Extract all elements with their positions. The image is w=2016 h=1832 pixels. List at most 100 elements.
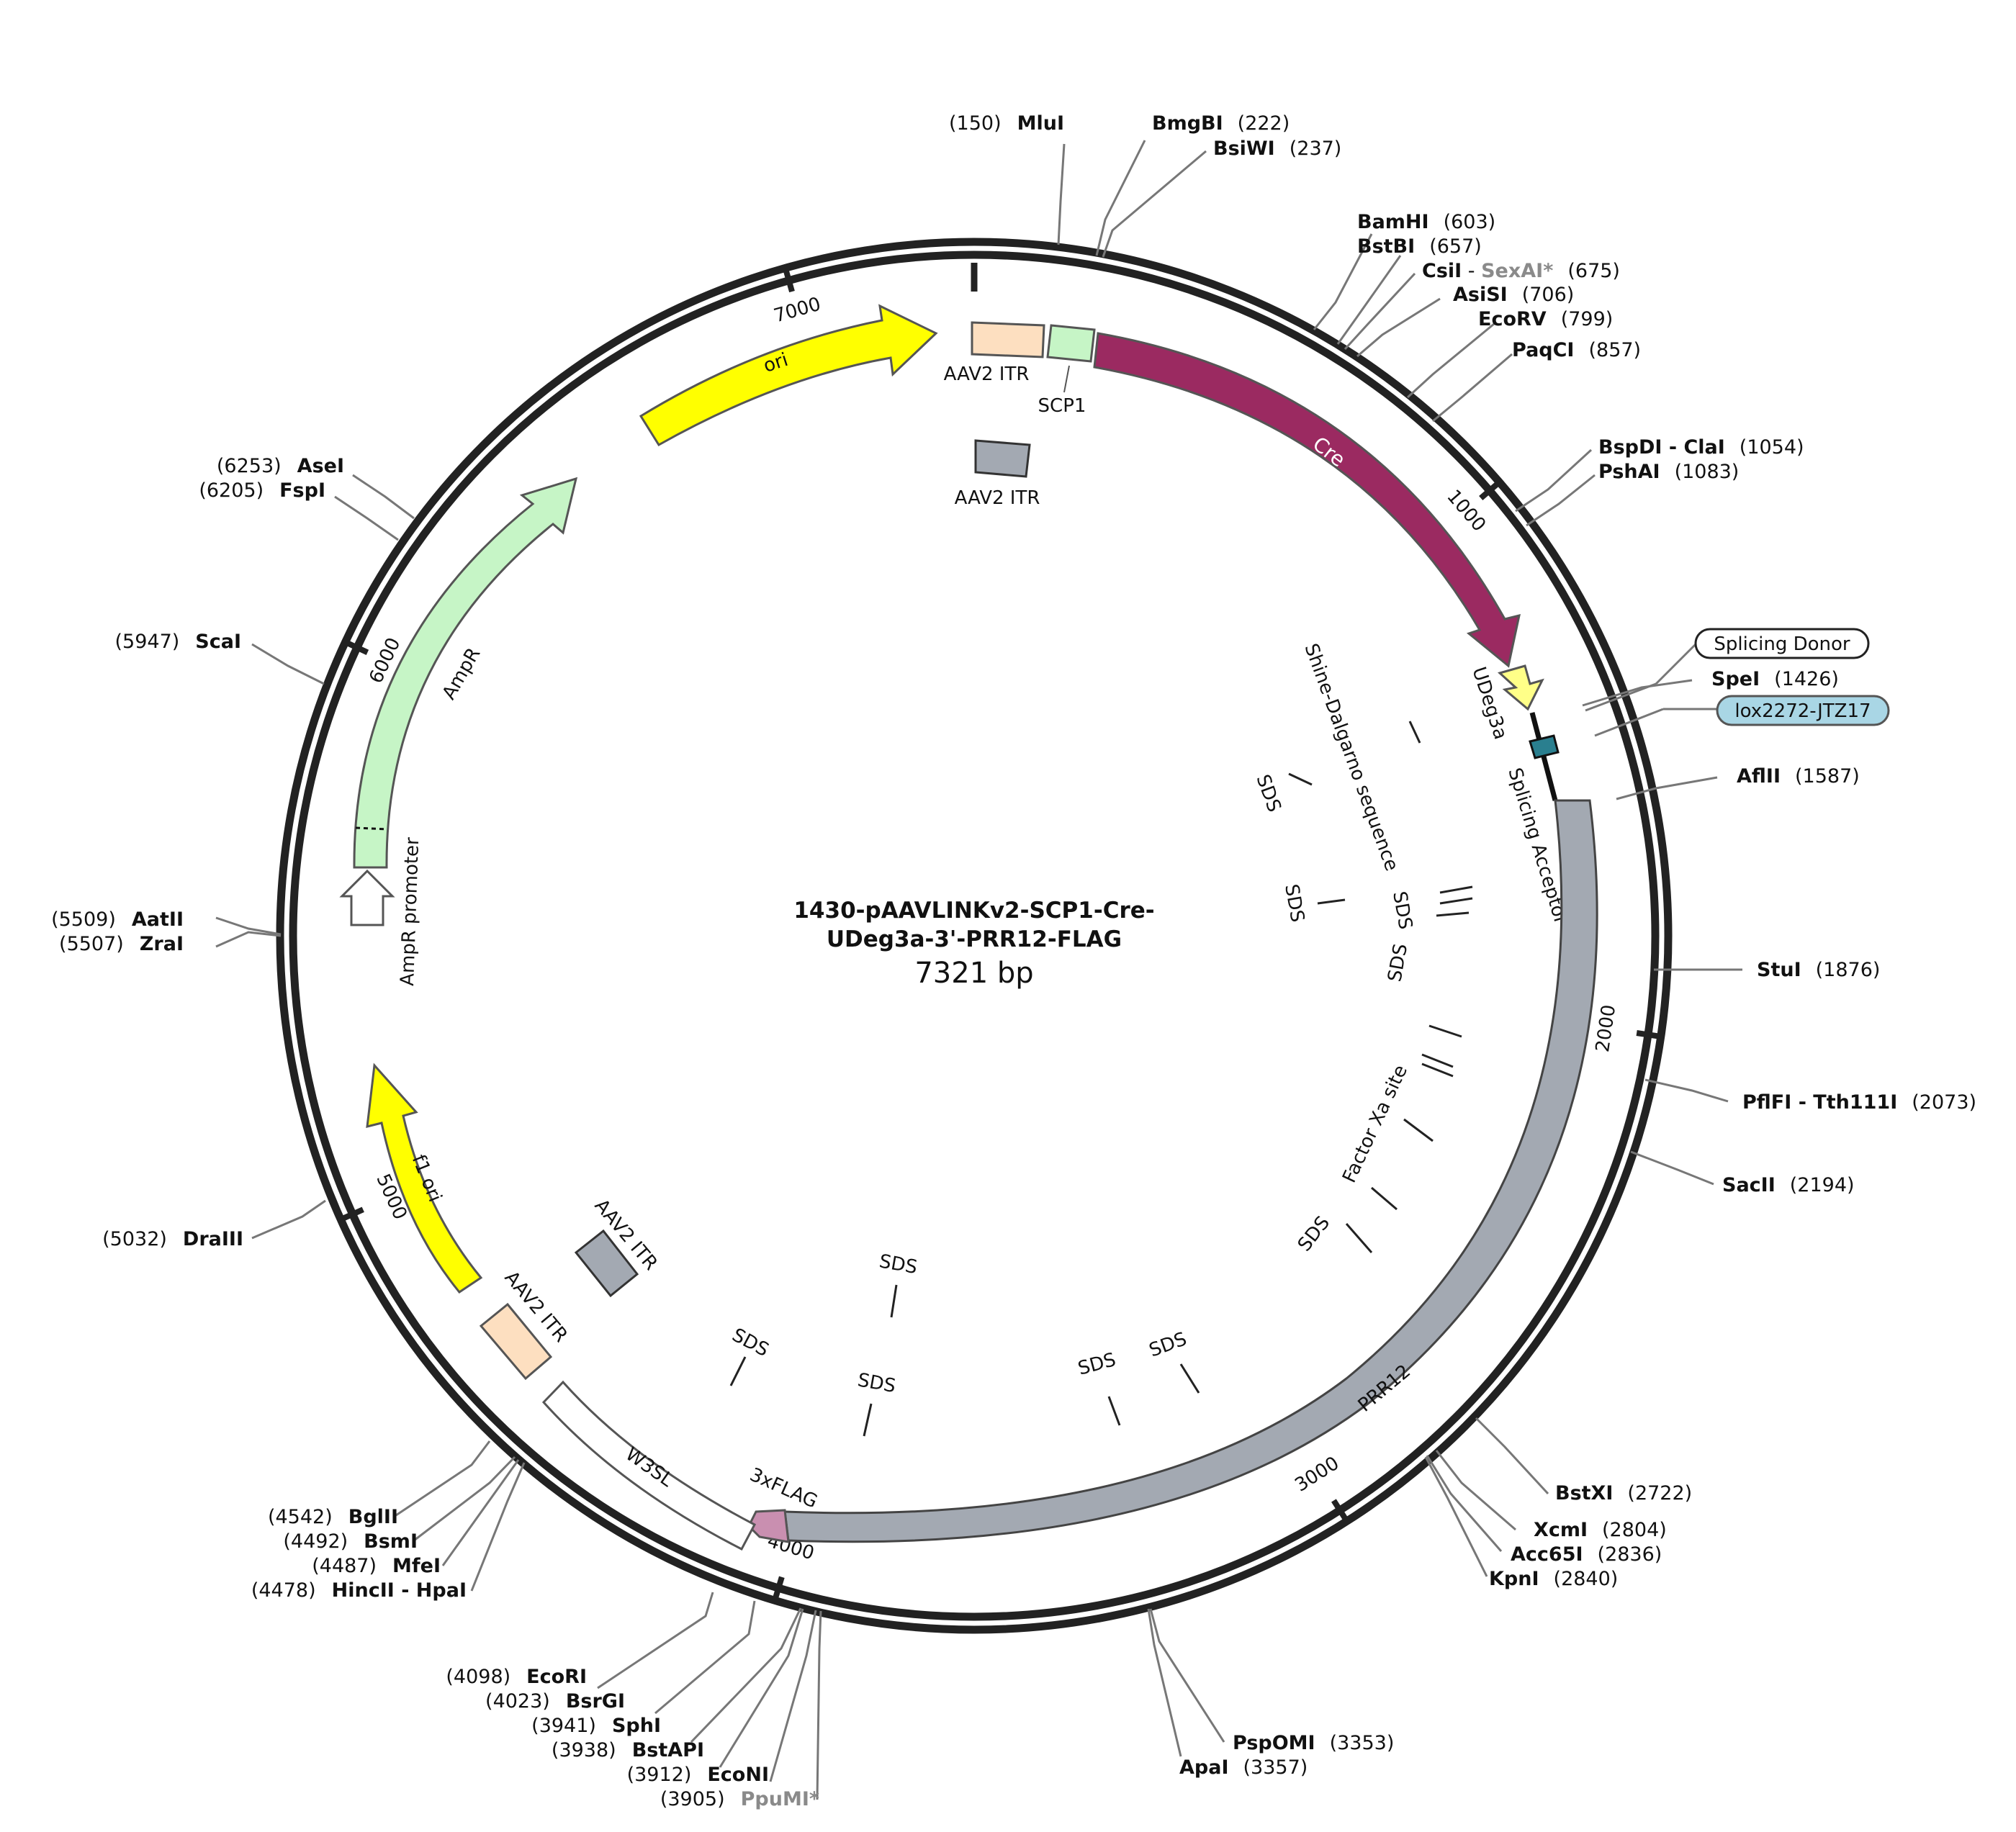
feature-w3sl[interactable] (541, 1380, 757, 1551)
leader-bstapi (719, 1608, 804, 1768)
sds-mark-9 (1345, 1223, 1373, 1253)
leader-fspi (334, 495, 399, 541)
site-bstapi[interactable]: (3938)BstAPI (552, 1739, 704, 1761)
site-sphi[interactable]: (3941)SphI (531, 1715, 661, 1737)
leader-kpni (1424, 1456, 1488, 1577)
sds-mark-6 (1436, 911, 1470, 917)
site-bstxi[interactable]: BstXI(2722) (1555, 1482, 1692, 1504)
site-spei[interactable]: SpeI(1426) (1711, 668, 1839, 690)
leader-mlui (1057, 143, 1066, 245)
site-sacii[interactable]: SacII(2194) (1722, 1174, 1855, 1196)
site-draiii[interactable]: (5032)DraIII (102, 1228, 243, 1250)
site-bsiwi[interactable]: BsiWI(237) (1213, 137, 1341, 160)
feature-ori-arrow[interactable] (639, 304, 938, 447)
feature-cre-arrow[interactable] (1093, 332, 1521, 668)
sds-label-1: SDS (1251, 772, 1284, 815)
site-pspomi[interactable]: PspOMI(3353) (1233, 1732, 1394, 1754)
site-hpai[interactable]: (4478)HincII - HpaI (251, 1579, 467, 1602)
feature-aav2-itr-gray-bottom[interactable] (574, 1229, 639, 1298)
feature-ampr-promoter[interactable] (339, 869, 395, 926)
tick-label-7000: 7000 (771, 294, 823, 328)
tick-7000 (783, 268, 795, 293)
leader-apai (1147, 1608, 1182, 1757)
site-pshai[interactable]: PshAI(1083) (1598, 461, 1739, 483)
splicing-donor-leader-2 (1655, 643, 1697, 685)
backbone-inner-ring (289, 251, 1660, 1621)
feature-aav2-itr-gray-top[interactable] (974, 439, 1031, 478)
leader-ecorv (1406, 322, 1495, 399)
site-mfei[interactable]: (4487)MfeI (312, 1555, 441, 1577)
callout-lox2272[interactable] (1716, 695, 1890, 726)
site-scai[interactable]: (5947)ScaI (115, 631, 242, 653)
site-labels: (150)MluI BmgBI(222) BsiWI(237) BamHI(60… (51, 112, 1976, 1810)
site-ecori[interactable]: (4098)EcoRI (446, 1666, 587, 1688)
sds-label-5: SDS (1294, 1212, 1334, 1255)
site-tth111i[interactable]: PflFI - Tth111I(2073) (1742, 1091, 1976, 1114)
site-ecorv[interactable]: EcoRV(799) (1478, 308, 1613, 330)
leader-bsiwi (1102, 150, 1207, 258)
site-asei[interactable]: (6253)AseI (217, 455, 344, 477)
site-kpni[interactable]: KpnI(2840) (1489, 1568, 1618, 1590)
site-apai[interactable]: ApaI(3357) (1179, 1756, 1308, 1779)
site-asisi[interactable]: AsiSI(706) (1453, 284, 1574, 306)
leader-csii (1344, 272, 1416, 351)
tick-3000 (1331, 1499, 1349, 1522)
plasmid-length: 7321 bp (914, 957, 1033, 990)
site-ppumi[interactable]: (3905)PpuMI* (660, 1788, 819, 1810)
feature-label-aav2-itr-top: AAV2 ITR (944, 364, 1030, 385)
leader-tth111i (1644, 1078, 1729, 1103)
site-econi[interactable]: (3912)EcoNI (627, 1764, 769, 1786)
callout-splicing-donor[interactable] (1694, 628, 1870, 659)
leader-xcmi (1435, 1450, 1516, 1531)
site-bsmi[interactable]: (4492)BsmI (283, 1530, 418, 1553)
leader-aatii (215, 916, 282, 936)
scp1-leader (1063, 365, 1070, 393)
sds-mark-2 (1288, 772, 1313, 786)
feature-label-3xflag: 3xFLAG (747, 1464, 821, 1513)
leader-bmgbi (1095, 140, 1146, 256)
lox2272-marker[interactable] (1529, 734, 1560, 759)
site-bglii[interactable]: (4542)BglII (268, 1506, 398, 1528)
feature-label-ampr-promoter: AmpR promoter (397, 836, 423, 986)
site-fspi[interactable]: (6205)FspI (199, 479, 325, 502)
leader-aflii (1616, 776, 1718, 800)
site-acc65i[interactable]: Acc65I(2836) (1511, 1543, 1662, 1566)
splicing-donor-leader (1585, 682, 1657, 712)
site-xcmi[interactable]: XcmI(2804) (1534, 1519, 1667, 1541)
site-bstbi[interactable]: BstBI(657) (1357, 235, 1482, 258)
feature-ampr-arrow[interactable] (353, 477, 578, 869)
site-bsrgi[interactable]: (4023)BsrGI (485, 1690, 625, 1713)
sds-label-7: SDS (1076, 1349, 1118, 1380)
site-clai[interactable]: BspDI - ClaI(1054) (1598, 436, 1804, 459)
feature-label-shine-dalgarno: Shine-Dalgarno sequence (1300, 641, 1402, 874)
leader-sacii (1630, 1150, 1714, 1186)
leader-mfei (441, 1459, 520, 1566)
site-csii[interactable]: CsiI - SexAI*(675) (1422, 260, 1620, 282)
feature-aav2-itr-bottom[interactable] (479, 1302, 553, 1381)
site-zrai[interactable]: (5507)ZraI (59, 933, 184, 955)
site-mlui[interactable]: (150)MluI (949, 112, 1064, 135)
site-stui[interactable]: StuI(1876) (1757, 959, 1880, 981)
feature-aav2-itr-top[interactable] (971, 321, 1045, 358)
leader-asisi (1356, 297, 1441, 358)
feature-f1-ori-arrow[interactable] (366, 1062, 483, 1294)
leader-ecori (597, 1592, 714, 1689)
leader-bglii (395, 1440, 491, 1517)
site-bmgbi[interactable]: BmgBI(222) (1152, 112, 1290, 135)
sds-mark-5 (1439, 897, 1473, 905)
feature-udeg3a[interactable] (1497, 664, 1544, 711)
leader-asei (352, 474, 415, 520)
tick-label-2000: 2000 (1592, 1003, 1620, 1054)
leader-claI (1515, 448, 1593, 513)
tick-1000 (1479, 480, 1501, 501)
site-paqci[interactable]: PaqCI(857) (1512, 339, 1641, 361)
feature-3xflag[interactable] (747, 1509, 790, 1543)
site-aatii[interactable]: (5509)AatII (51, 908, 184, 931)
callout-label-splicing-donor: Splicing Donor (1714, 633, 1850, 655)
site-bamhi[interactable]: BamHI(603) (1357, 211, 1495, 233)
feature-scp1[interactable] (1046, 324, 1096, 363)
plasmid-name-line2: UDeg3a-3'-PRR12-FLAG (827, 926, 1122, 952)
site-aflii[interactable]: AflII(1587) (1737, 765, 1860, 788)
sds-mark-11 (1107, 1396, 1121, 1426)
